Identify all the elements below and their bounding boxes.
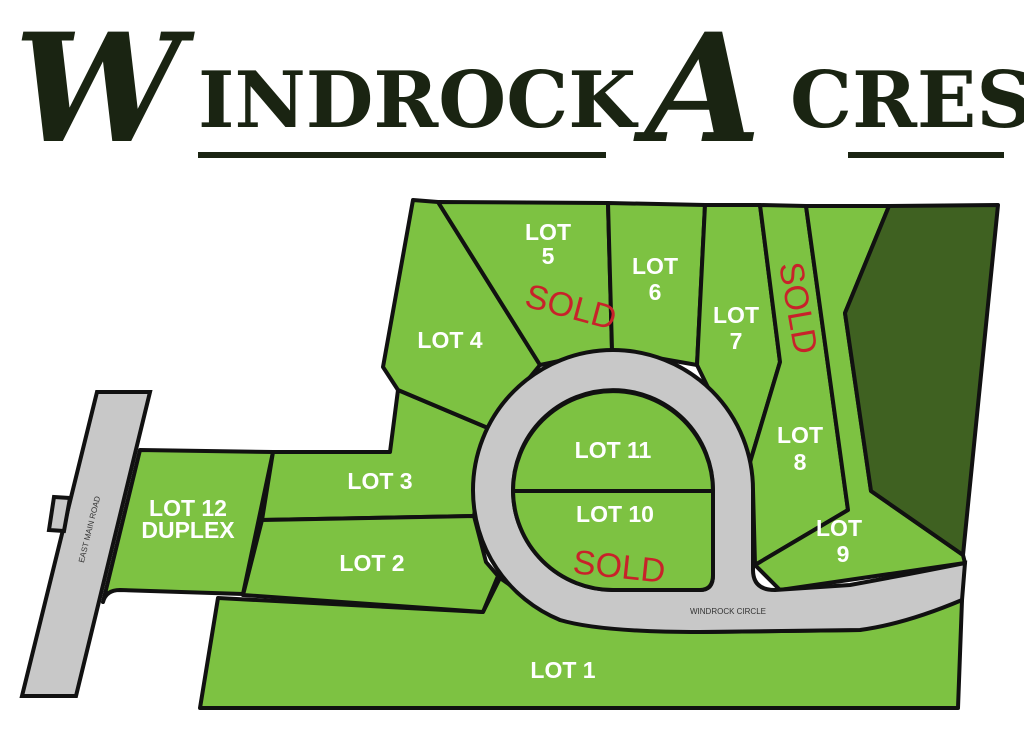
title-underline-left [198,152,606,158]
lot-2-label: LOT 2 [339,550,404,576]
subdivision-title: W INDROCK A CRES [0,0,1024,190]
lot-3-label: LOT 3 [347,468,412,494]
windrock-circle-label: WINDROCK CIRCLE [690,607,766,616]
lot-9-label-line1: LOT [816,515,862,541]
wooded-area [843,203,1000,557]
east-main-road-stub [46,494,73,534]
lot-12[interactable] [101,448,275,604]
lot-7-label-line1: LOT [713,302,759,328]
lot-11[interactable] [511,389,715,493]
lot-10[interactable] [511,489,715,592]
lot-4-label: LOT 4 [417,327,482,353]
lot-12-label-line2: DUPLEX [141,517,235,543]
lot-10-label: LOT 10 [576,501,654,527]
lot-12-label-line1: LOT 12 [149,495,227,521]
lot-5-label-line1: LOT [525,219,571,245]
lot-9-label-line2: 9 [837,541,850,567]
lot-6-label-line1: LOT [632,253,678,279]
lot-1-label: LOT 1 [530,657,595,683]
lot-7-label-line2: 7 [730,328,743,354]
title-initial-a: A [645,1,762,177]
title-initial-w: W [14,1,183,177]
lot-5-label-line2: 5 [542,243,555,269]
title-word-indrock: INDROCK [198,55,637,146]
lot-6-label-line2: 6 [649,279,662,305]
lot-8-label-line2: 8 [794,449,807,475]
title-underline-right [848,152,1004,158]
east-main-road-surface [19,390,153,698]
title-word-cres: CRES [790,55,1024,146]
lot-11-label: LOT 11 [575,437,652,463]
east-main-road: EAST MAIN ROAD [19,390,153,698]
lot-8-label-line1: LOT [777,422,823,448]
